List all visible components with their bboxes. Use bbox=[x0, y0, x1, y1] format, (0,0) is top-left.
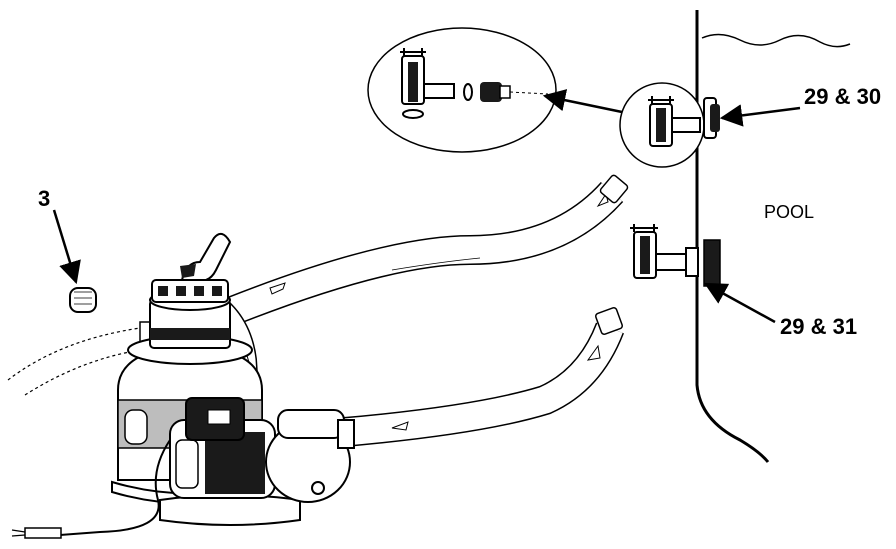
label-inlet-fitting: 29 & 30 bbox=[804, 84, 881, 110]
label-part-3: 3 bbox=[38, 186, 50, 212]
label-outlet-fitting: 29 & 31 bbox=[780, 314, 857, 340]
pool-wall bbox=[697, 10, 850, 462]
exploded-detail-view bbox=[368, 28, 556, 152]
multiport-valve bbox=[150, 234, 230, 348]
callout-arrow-outlet bbox=[706, 284, 775, 322]
label-pool: POOL bbox=[764, 202, 814, 223]
strainer-grille bbox=[704, 240, 720, 286]
strainer-lid bbox=[278, 410, 344, 438]
water-surface-line bbox=[702, 34, 850, 46]
outlet-plunger-valve bbox=[630, 224, 720, 286]
hose-cap bbox=[70, 288, 96, 312]
callout-arrow-detail bbox=[545, 96, 622, 112]
outlet-hose bbox=[345, 307, 623, 432]
plug-icon bbox=[25, 528, 61, 538]
inlet-plunger-valve bbox=[620, 83, 720, 167]
callout-arrow-inlet bbox=[722, 108, 800, 118]
inlet-hose bbox=[205, 174, 629, 322]
callout-arrow-part-3 bbox=[54, 210, 76, 282]
